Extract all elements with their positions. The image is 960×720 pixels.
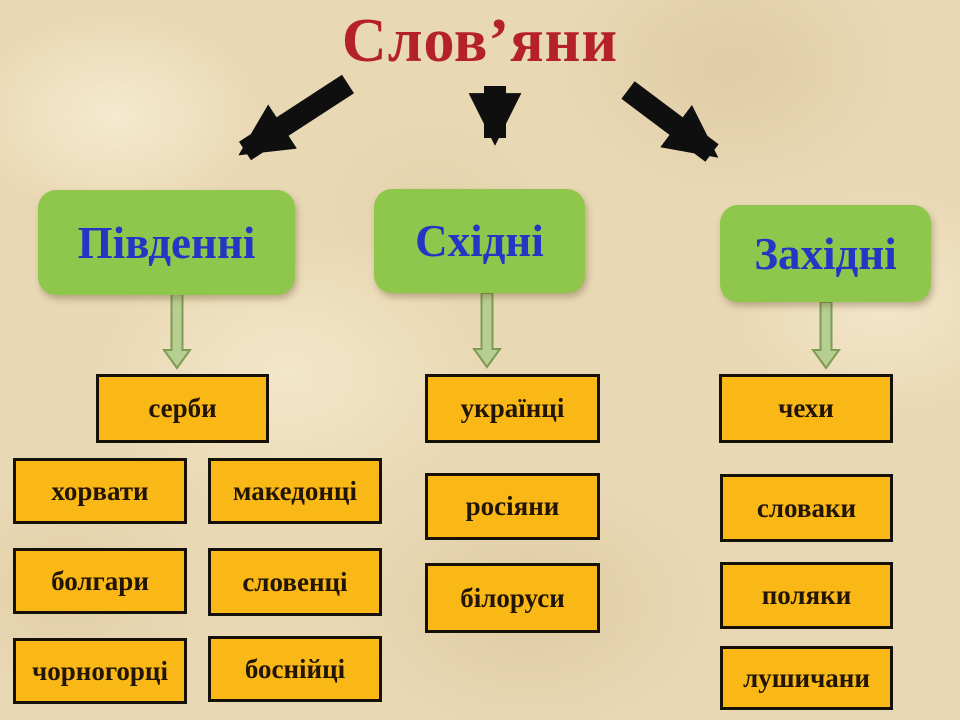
member-box-rosiiany: росіяни — [425, 473, 600, 540]
member-label: болгари — [51, 565, 149, 596]
member-box-serby: серби — [96, 374, 269, 443]
member-box-slovaky: словаки — [720, 474, 893, 542]
member-box-lushychany: лушичани — [720, 646, 893, 710]
member-box-chekhy: чехи — [719, 374, 893, 443]
group-label-western: Західні — [754, 228, 897, 279]
member-box-bilorusy: білоруси — [425, 563, 600, 633]
group-box-eastern: Східні — [374, 189, 585, 293]
member-box-chornohortsi: чорногорці — [13, 638, 187, 704]
page-title: Слов’яни — [341, 7, 619, 75]
member-label: лушичани — [743, 662, 870, 693]
member-box-ukraintsi: українці — [425, 374, 600, 443]
member-label: поляки — [761, 580, 852, 610]
member-label: чорногорці — [32, 655, 168, 686]
member-label: словенці — [242, 566, 348, 597]
member-label: серби — [148, 393, 217, 423]
member-label: хорвати — [51, 475, 149, 506]
member-box-khorvaty: хорвати — [13, 458, 187, 524]
member-label: українці — [460, 393, 565, 423]
group-box-western: Західні — [720, 205, 931, 302]
member-label: росіяни — [465, 491, 560, 521]
group-box-southern: Південні — [38, 190, 295, 295]
member-box-bosniitsi: боснійці — [208, 636, 382, 702]
member-label: чехи — [778, 393, 834, 423]
green-arrow-western-icon — [811, 301, 841, 370]
member-label: боснійці — [244, 653, 346, 684]
member-box-makedontsi: македонці — [208, 458, 382, 524]
member-box-poliaky: поляки — [720, 562, 893, 629]
green-arrow-eastern-icon — [472, 292, 502, 369]
member-box-sloventsi: словенці — [208, 548, 382, 616]
member-box-bolhary: болгари — [13, 548, 187, 614]
black-arrow-southern-icon — [238, 74, 354, 161]
group-label-southern: Південні — [77, 217, 256, 268]
member-label: македонці — [233, 475, 357, 506]
member-label: словаки — [756, 492, 857, 523]
group-label-eastern: Східні — [415, 216, 544, 266]
member-label: білоруси — [460, 582, 565, 613]
black-arrow-western-icon — [621, 81, 719, 162]
green-arrow-southern-icon — [162, 293, 192, 370]
